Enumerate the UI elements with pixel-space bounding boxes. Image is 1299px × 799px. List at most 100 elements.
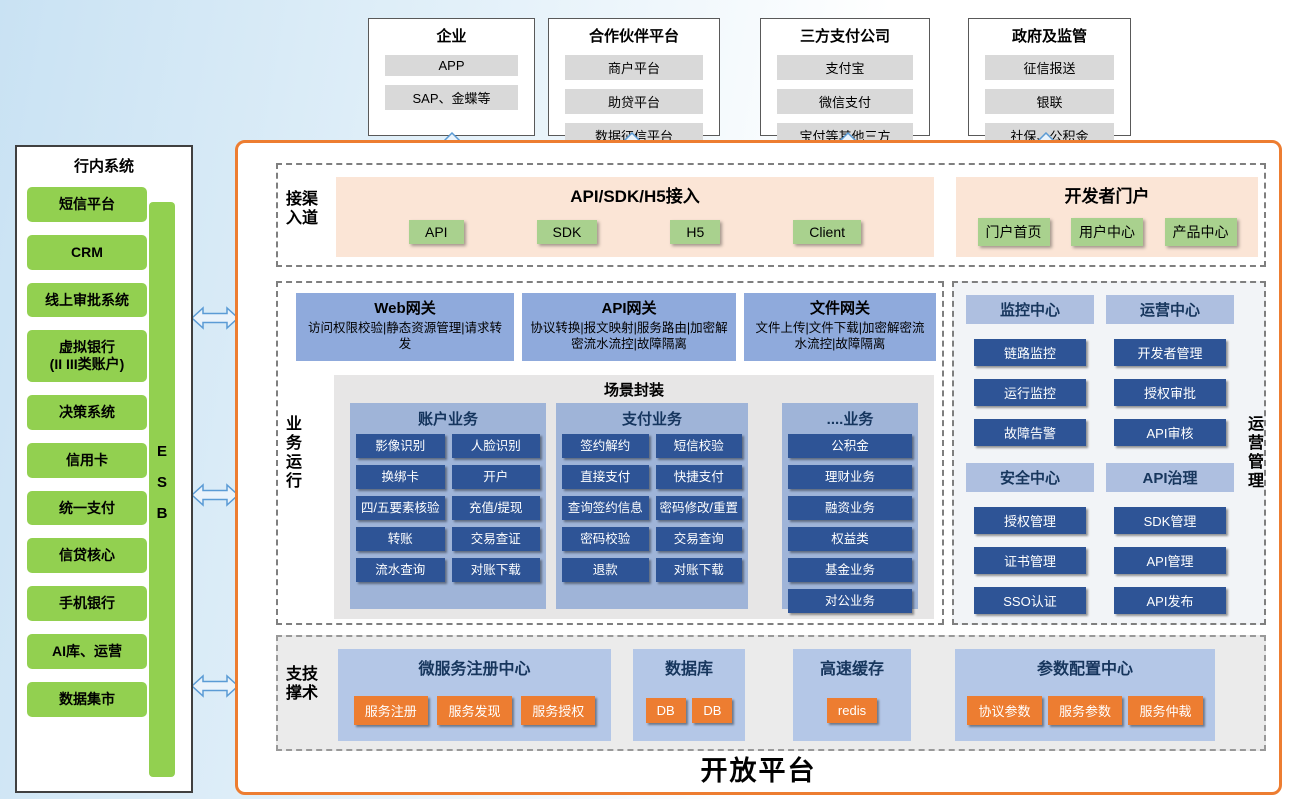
center-item: 故障告警	[974, 419, 1086, 446]
microservice-registry-module: 微服务注册中心 服务注册 服务发现 服务授权	[338, 649, 611, 741]
internal-system-item: 虚拟银行 (II III类账户)	[27, 330, 147, 382]
center-item: 开发者管理	[1114, 339, 1226, 366]
internal-system-item: 手机银行	[27, 586, 147, 621]
platform-title: 开放平台	[700, 756, 817, 786]
external-item: 助贷平台	[565, 89, 703, 114]
internal-system-item: CRM	[27, 234, 147, 270]
center-item: 证书管理	[974, 547, 1086, 574]
operations-center: 运营中心 开发者管理 授权审批 API审核	[1106, 295, 1234, 446]
business-item: 退款	[562, 558, 649, 582]
module-title: 参数配置中心	[1036, 661, 1133, 678]
business-item: 快捷支付	[655, 465, 742, 489]
center-title: API治理	[1106, 463, 1234, 492]
business-item: 充值/提现	[451, 496, 540, 520]
external-item: 征信报送	[985, 55, 1114, 80]
business-item: 影像识别	[356, 434, 445, 458]
api-gateway: API网关 协议转换|报文映射|服务路由|加密解密流水流控|故障隔离	[522, 293, 736, 361]
developer-portal-buttons: 门户首页 用户中心 产品中心	[956, 207, 1258, 257]
center-item: 链路监控	[974, 339, 1086, 366]
esb-bus: ESB	[149, 202, 175, 777]
external-item: 微信支付	[777, 89, 913, 114]
business-item: 签约解约	[562, 434, 649, 458]
client-button: Client	[793, 220, 862, 244]
business-item: 基金业务	[788, 558, 912, 582]
center-item: SDK管理	[1114, 507, 1226, 534]
business-item: 转账	[356, 527, 445, 551]
business-item: 对公业务	[788, 589, 912, 613]
center-buttons: 授权管理 证书管理 SSO认证	[966, 507, 1094, 614]
business-item: 融资业务	[788, 496, 912, 520]
center-item: 授权管理	[974, 507, 1086, 534]
section-label-tech-support: 技术支撑	[283, 665, 316, 703]
gateway-title: Web网关	[374, 300, 436, 317]
module-item: 服务发现	[437, 695, 512, 725]
module-buttons: redis	[793, 679, 911, 741]
section-channel-access: 渠道接入 API/SDK/H5接入 API SDK H5 Client 开发者门…	[276, 163, 1266, 267]
center-title: 安全中心	[966, 463, 1094, 492]
gateway-title: API网关	[601, 300, 657, 317]
api-access-buttons: API SDK H5 Client	[336, 207, 934, 257]
external-box-third-party-payment: 三方支付公司 支付宝 微信支付 宝付等其他三方	[760, 18, 930, 148]
business-item: 流水查询	[356, 558, 445, 582]
monitoring-center: 监控中心 链路监控 运行监控 故障告警	[966, 295, 1094, 446]
sdk-button: SDK	[536, 220, 598, 244]
gateway-desc: 文件上传|文件下载|加密解密流水流控|故障隔离	[755, 321, 925, 352]
module-item: 服务授权	[521, 695, 596, 725]
internal-system-item: 统一支付	[27, 490, 147, 526]
center-item: SSO认证	[974, 587, 1086, 614]
center-buttons: SDK管理 API管理 API发布	[1106, 507, 1234, 614]
external-box-title: 合作伙伴平台	[588, 28, 679, 45]
center-item: API发布	[1114, 587, 1226, 614]
center-item: 授权审批	[1114, 379, 1226, 406]
gateway-title: 文件网关	[809, 300, 870, 317]
database-module: 数据库 DB DB	[633, 649, 745, 741]
module-buttons: 服务注册 服务发现 服务授权	[338, 679, 611, 741]
other-business-group: ....业务 公积金 理财业务 融资业务 权益类 基金业务 对公业务	[782, 403, 918, 613]
internal-system-item: AI库、运营	[27, 633, 147, 669]
section-label-operation-management: 运营管理	[1245, 415, 1262, 491]
center-item: 运行监控	[974, 379, 1086, 406]
developer-portal-box: 开发者门户 门户首页 用户中心 产品中心	[956, 177, 1258, 257]
external-item: 银联	[985, 89, 1114, 114]
business-item: 公积金	[788, 434, 912, 458]
section-label-business-operation: 业务运行	[283, 415, 300, 491]
external-item: APP	[385, 55, 518, 76]
center-item: API管理	[1114, 547, 1226, 574]
external-box-enterprise: 企业 APP SAP、金蝶等	[368, 18, 535, 136]
module-title: 微服务注册中心	[418, 661, 531, 678]
center-title: 监控中心	[966, 295, 1094, 324]
internal-system-item: 信贷核心	[27, 538, 147, 574]
group-title: 账户业务	[417, 411, 478, 428]
double-arrow-horizontal-icon	[191, 306, 239, 330]
internal-system-item: 信用卡	[27, 442, 147, 478]
business-item: 密码修改/重置	[655, 496, 742, 520]
external-box-title: 企业	[436, 28, 467, 45]
security-center: 安全中心 授权管理 证书管理 SSO认证	[966, 463, 1094, 614]
external-item: 商户平台	[565, 55, 703, 80]
external-box-title: 政府及监管	[1011, 28, 1087, 45]
external-item: 支付宝	[777, 55, 913, 80]
internal-systems-title: 行内系统	[73, 158, 134, 175]
group-title: 支付业务	[621, 411, 682, 428]
h5-button: H5	[670, 220, 721, 244]
business-item: 开户	[451, 465, 540, 489]
internal-system-item: 线上审批系统	[27, 282, 147, 318]
center-buttons: 链路监控 运行监控 故障告警	[966, 339, 1094, 446]
center-item: API审核	[1114, 419, 1226, 446]
portal-home-button: 门户首页	[977, 218, 1050, 246]
external-box-title: 三方支付公司	[799, 28, 890, 45]
developer-portal-title: 开发者门户	[1064, 187, 1150, 206]
business-item: 短信校验	[655, 434, 742, 458]
module-item: 协议参数	[967, 695, 1042, 725]
section-tech-support: 技术支撑 微服务注册中心 服务注册 服务发现 服务授权 数据库 DB DB 高速…	[276, 635, 1266, 751]
external-box-government-regulation: 政府及监管 征信报送 银联 社保、公积金	[968, 18, 1131, 148]
center-buttons: 开发者管理 授权审批 API审核	[1106, 339, 1234, 446]
module-buttons: DB DB	[633, 679, 745, 741]
group-title: ....业务	[826, 411, 874, 428]
group-items: 签约解约 短信校验 直接支付 快捷支付 查询签约信息 密码修改/重置 密码校验 …	[562, 434, 742, 582]
scene-encapsulation-title: 场景封装	[603, 382, 664, 399]
business-item: 直接支付	[562, 465, 649, 489]
double-arrow-horizontal-icon	[191, 483, 239, 507]
business-item: 换绑卡	[356, 465, 445, 489]
api-button: API	[408, 220, 464, 244]
